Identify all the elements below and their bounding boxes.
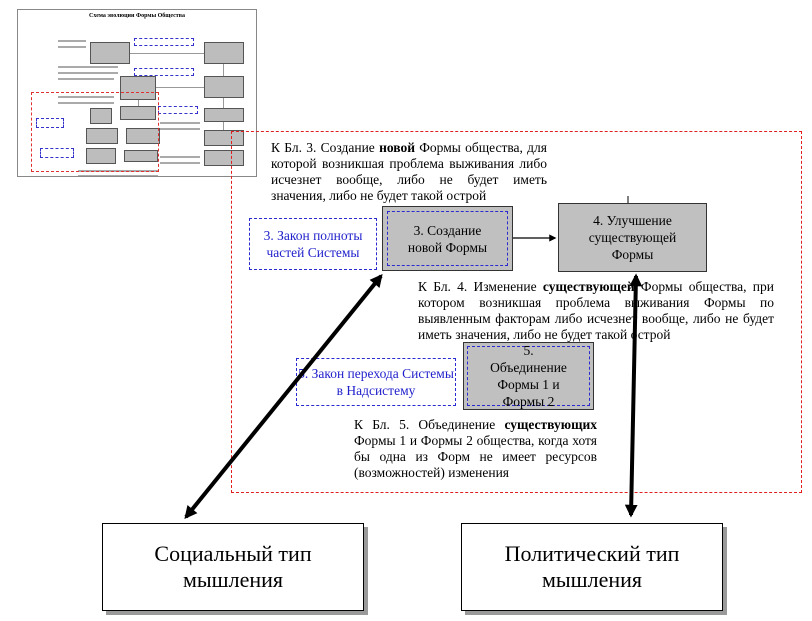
thumb-highlight-region	[31, 92, 159, 172]
political-thinking-label: Политический тип мышления	[504, 541, 680, 592]
thumb-block	[90, 42, 130, 64]
note-block-5-rest: Формы 1 и Формы 2 общества, когда хотя б…	[354, 433, 597, 480]
thumb-law-box	[134, 68, 194, 76]
thumb-block	[126, 128, 160, 144]
arrow-social-block3	[184, 274, 383, 519]
thumb-block	[204, 76, 244, 98]
thumb-text-line	[160, 122, 200, 124]
thumb-block	[120, 106, 156, 120]
thumb-block	[90, 108, 112, 124]
thumb-block	[120, 76, 156, 100]
thumb-block	[86, 148, 116, 164]
block-5-inner-frame	[467, 346, 590, 406]
note-block-3-rest: Формы общества, для которой возникшая пр…	[271, 140, 547, 203]
thumb-law-box	[36, 118, 64, 128]
block-3-inner-frame	[387, 211, 508, 266]
note-block-4-bold: существующей	[542, 279, 635, 294]
political-thinking-box: Политический тип мышления	[461, 523, 723, 611]
note-block-5-prefix: К Бл. 5. Объединение	[354, 417, 505, 432]
social-thinking-label: Социальный тип мышления	[154, 541, 312, 592]
law-3-box: 3. Закон полноты частей Системы	[249, 218, 377, 270]
thumb-text-line	[58, 72, 118, 74]
block-5-label: 5. Объединение Формы 1 и Формы 2	[490, 343, 567, 409]
thumb-law-box	[134, 38, 194, 46]
thumb-connector	[156, 87, 204, 88]
note-block-4: К Бл. 4. Изменение существующей Формы об…	[418, 279, 774, 343]
thumb-block	[204, 150, 244, 166]
note-block-4-prefix: К Бл. 4. Изменение	[418, 279, 543, 294]
thumb-text-line	[58, 66, 118, 68]
note-block-3-bold: новой	[379, 140, 415, 155]
thumb-text-line	[78, 175, 158, 176]
thumb-block	[204, 42, 244, 64]
thumb-connector	[223, 98, 224, 108]
block-4: 4. Улучшение существующей Формы	[558, 203, 707, 272]
block-5: 5. Объединение Формы 1 и Формы 2	[463, 342, 594, 410]
scheme-thumbnail: Схема эволюции Формы Общества	[17, 9, 257, 177]
law-3-label: 3. Закон полноты частей Системы	[263, 228, 363, 260]
thumb-connector	[130, 53, 204, 54]
thumb-connector	[223, 122, 224, 130]
thumb-text-line	[58, 40, 86, 42]
block-3-label: 3. Создание новой Формы	[407, 222, 488, 255]
thumb-text-line	[58, 78, 114, 80]
thumb-connector	[138, 100, 139, 106]
social-thinking-box: Социальный тип мышления	[102, 523, 364, 611]
thumbnail-title: Схема эволюции Формы Общества	[89, 13, 185, 19]
thumb-text-line	[58, 96, 114, 98]
block-3: 3. Создание новой Формы	[382, 206, 513, 271]
thumb-text-line	[160, 128, 200, 130]
block-4-label: 4. Улучшение существующей Формы	[588, 213, 677, 262]
thumb-connector	[223, 64, 224, 76]
thumb-text-line	[160, 156, 200, 158]
note-block-5: К Бл. 5. Объединение существующих Формы …	[354, 417, 597, 481]
thumb-text-line	[58, 102, 114, 104]
thumb-block	[86, 128, 118, 144]
arrow-political-block4	[624, 273, 643, 518]
note-block-4-rest: Формы общества, при котором возникшая пр…	[418, 279, 774, 342]
note-block-5-bold: существующих	[504, 417, 597, 432]
thumb-law-box	[40, 148, 74, 158]
thumb-block	[204, 130, 244, 146]
note-block-3-prefix: К Бл. 3. Создание	[271, 140, 380, 155]
thumb-block	[124, 150, 158, 162]
note-block-3: К Бл. 3. Создание новой Формы общества, …	[271, 140, 547, 204]
thumb-block	[204, 108, 244, 122]
thumb-text-line	[160, 162, 200, 164]
thumb-text-line	[58, 46, 86, 48]
